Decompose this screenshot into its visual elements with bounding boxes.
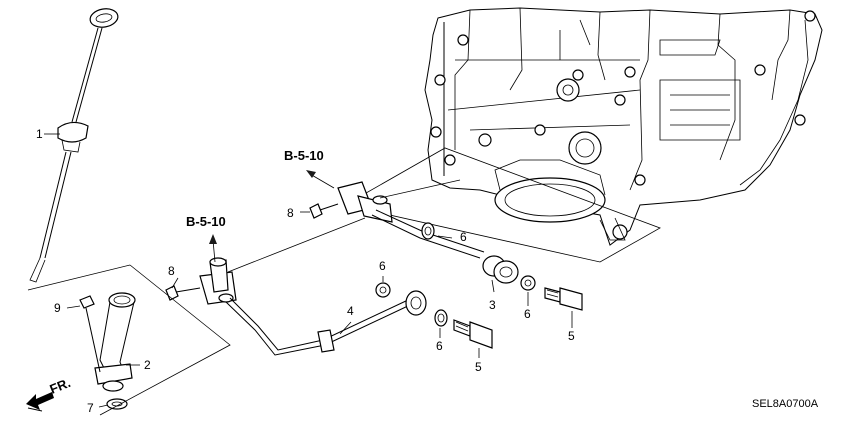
callout-3: 3 xyxy=(489,298,496,312)
leader-lines xyxy=(27,133,573,416)
front-direction-arrow xyxy=(26,392,54,412)
bolt-8-upper xyxy=(309,203,339,219)
callout-8a: 8 xyxy=(287,206,294,220)
dipstick xyxy=(29,8,119,283)
callout-6b: 6 xyxy=(379,259,386,273)
callout-2: 2 xyxy=(144,358,151,372)
mounting-plane-outline xyxy=(343,147,661,263)
callout-1: 1 xyxy=(36,127,43,141)
transmission-case xyxy=(424,7,823,246)
callout-5a: 5 xyxy=(568,329,575,343)
callout-4: 4 xyxy=(347,304,354,318)
bolt-9 xyxy=(79,295,101,373)
union-bolt-5a xyxy=(544,287,583,311)
washer-7 xyxy=(106,398,128,410)
reference-code-b-5-10-lower[interactable]: B-5-10 xyxy=(186,214,226,229)
washer-6d xyxy=(434,309,448,327)
front-direction-label: FR. xyxy=(48,375,73,397)
washer-6c xyxy=(520,275,536,291)
callout-5b: 5 xyxy=(475,360,482,374)
union-bolt-5b xyxy=(453,319,493,349)
oil-pipe-4 xyxy=(199,257,427,356)
callout-6c: 6 xyxy=(524,307,531,321)
diagram-code: SEL8A0700A xyxy=(752,398,819,410)
callout-8b: 8 xyxy=(168,264,175,278)
oil-hose-3 xyxy=(337,181,519,284)
reference-code-b-5-10-upper[interactable]: B-5-10 xyxy=(284,148,324,163)
washer-6a xyxy=(421,222,435,240)
callout-7: 7 xyxy=(87,401,94,415)
callout-6a: 6 xyxy=(460,230,467,244)
callout-6d: 6 xyxy=(436,339,443,353)
callout-9: 9 xyxy=(54,301,61,315)
washer-6b xyxy=(375,282,391,298)
oil-filler-tube xyxy=(94,292,136,392)
